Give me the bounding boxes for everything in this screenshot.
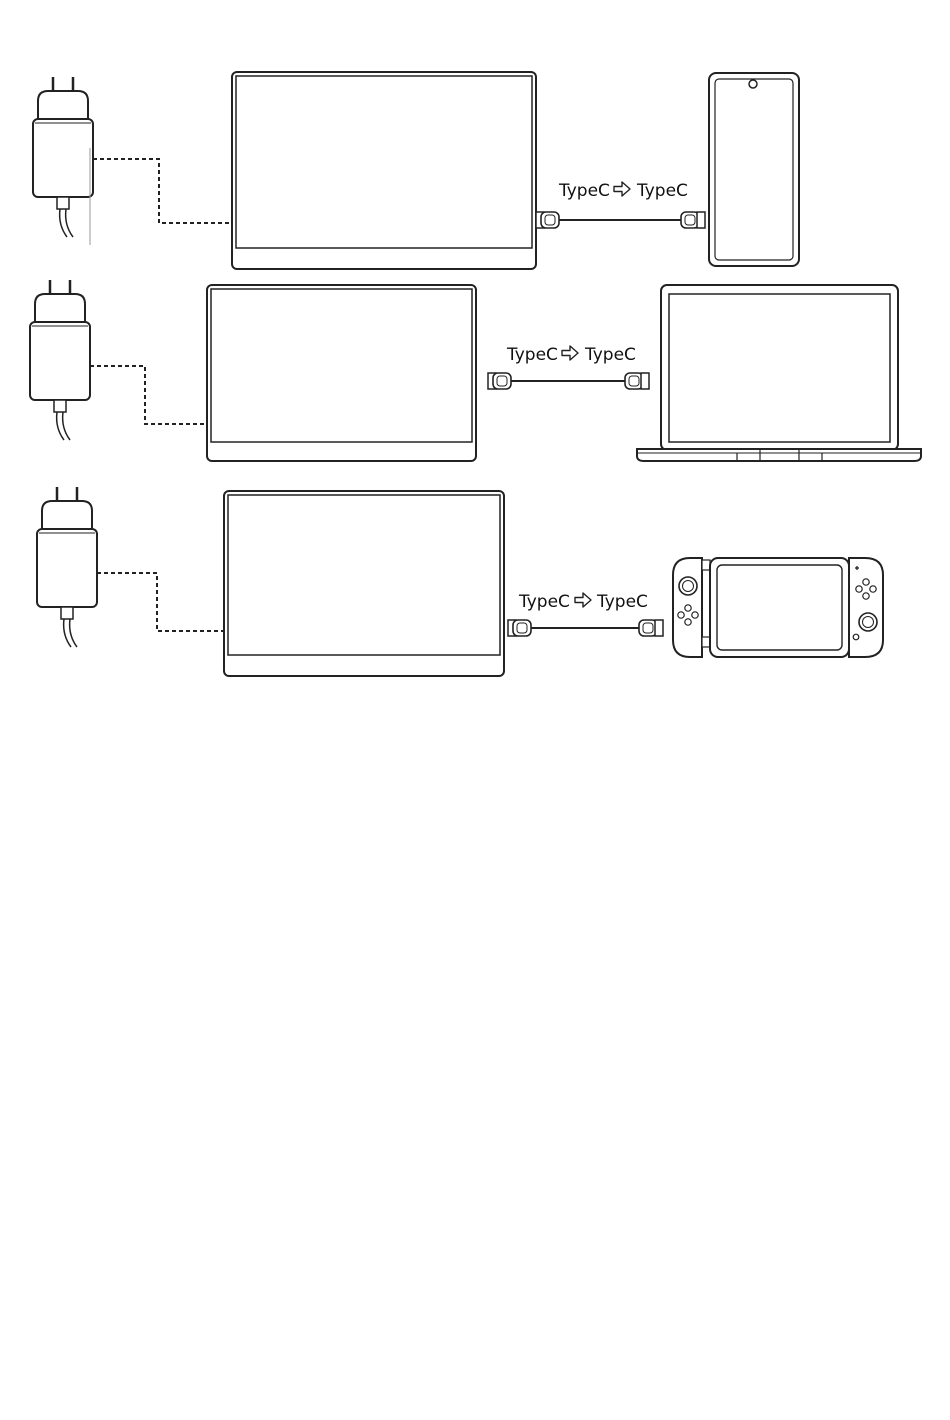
row-laptop: TypeC TypeC (30, 280, 921, 461)
wall-charger-icon (33, 77, 93, 237)
smartphone-icon (709, 73, 799, 266)
cable-to-label: TypeC (636, 181, 688, 201)
row-smartphone: TypeC TypeC (33, 72, 799, 269)
power-cable-dashed (93, 159, 232, 223)
usb-c-cable-icon (488, 373, 649, 389)
wall-charger-icon (30, 280, 90, 440)
cable-from-label: TypeC (558, 181, 610, 201)
usb-c-cable-icon (508, 620, 663, 636)
handheld-game-console-icon (673, 558, 883, 657)
portable-monitor-icon (232, 72, 536, 269)
hollow-right-arrow-icon (614, 182, 630, 196)
cable-to-label: TypeC (596, 592, 648, 612)
power-cable-dashed (90, 366, 207, 424)
power-cable-dashed (97, 573, 224, 631)
wall-charger-icon (37, 487, 97, 647)
portable-monitor-icon (224, 491, 504, 676)
laptop-icon (637, 285, 921, 461)
cable-from-label: TypeC (518, 592, 570, 612)
portable-monitor-icon (207, 285, 476, 461)
cable-from-label: TypeC (506, 345, 558, 365)
hollow-right-arrow-icon (562, 346, 578, 360)
cable-to-label: TypeC (584, 345, 636, 365)
row-game-console: TypeC TypeC (37, 487, 883, 676)
hollow-right-arrow-icon (575, 593, 591, 607)
usb-c-cable-icon (536, 212, 705, 228)
